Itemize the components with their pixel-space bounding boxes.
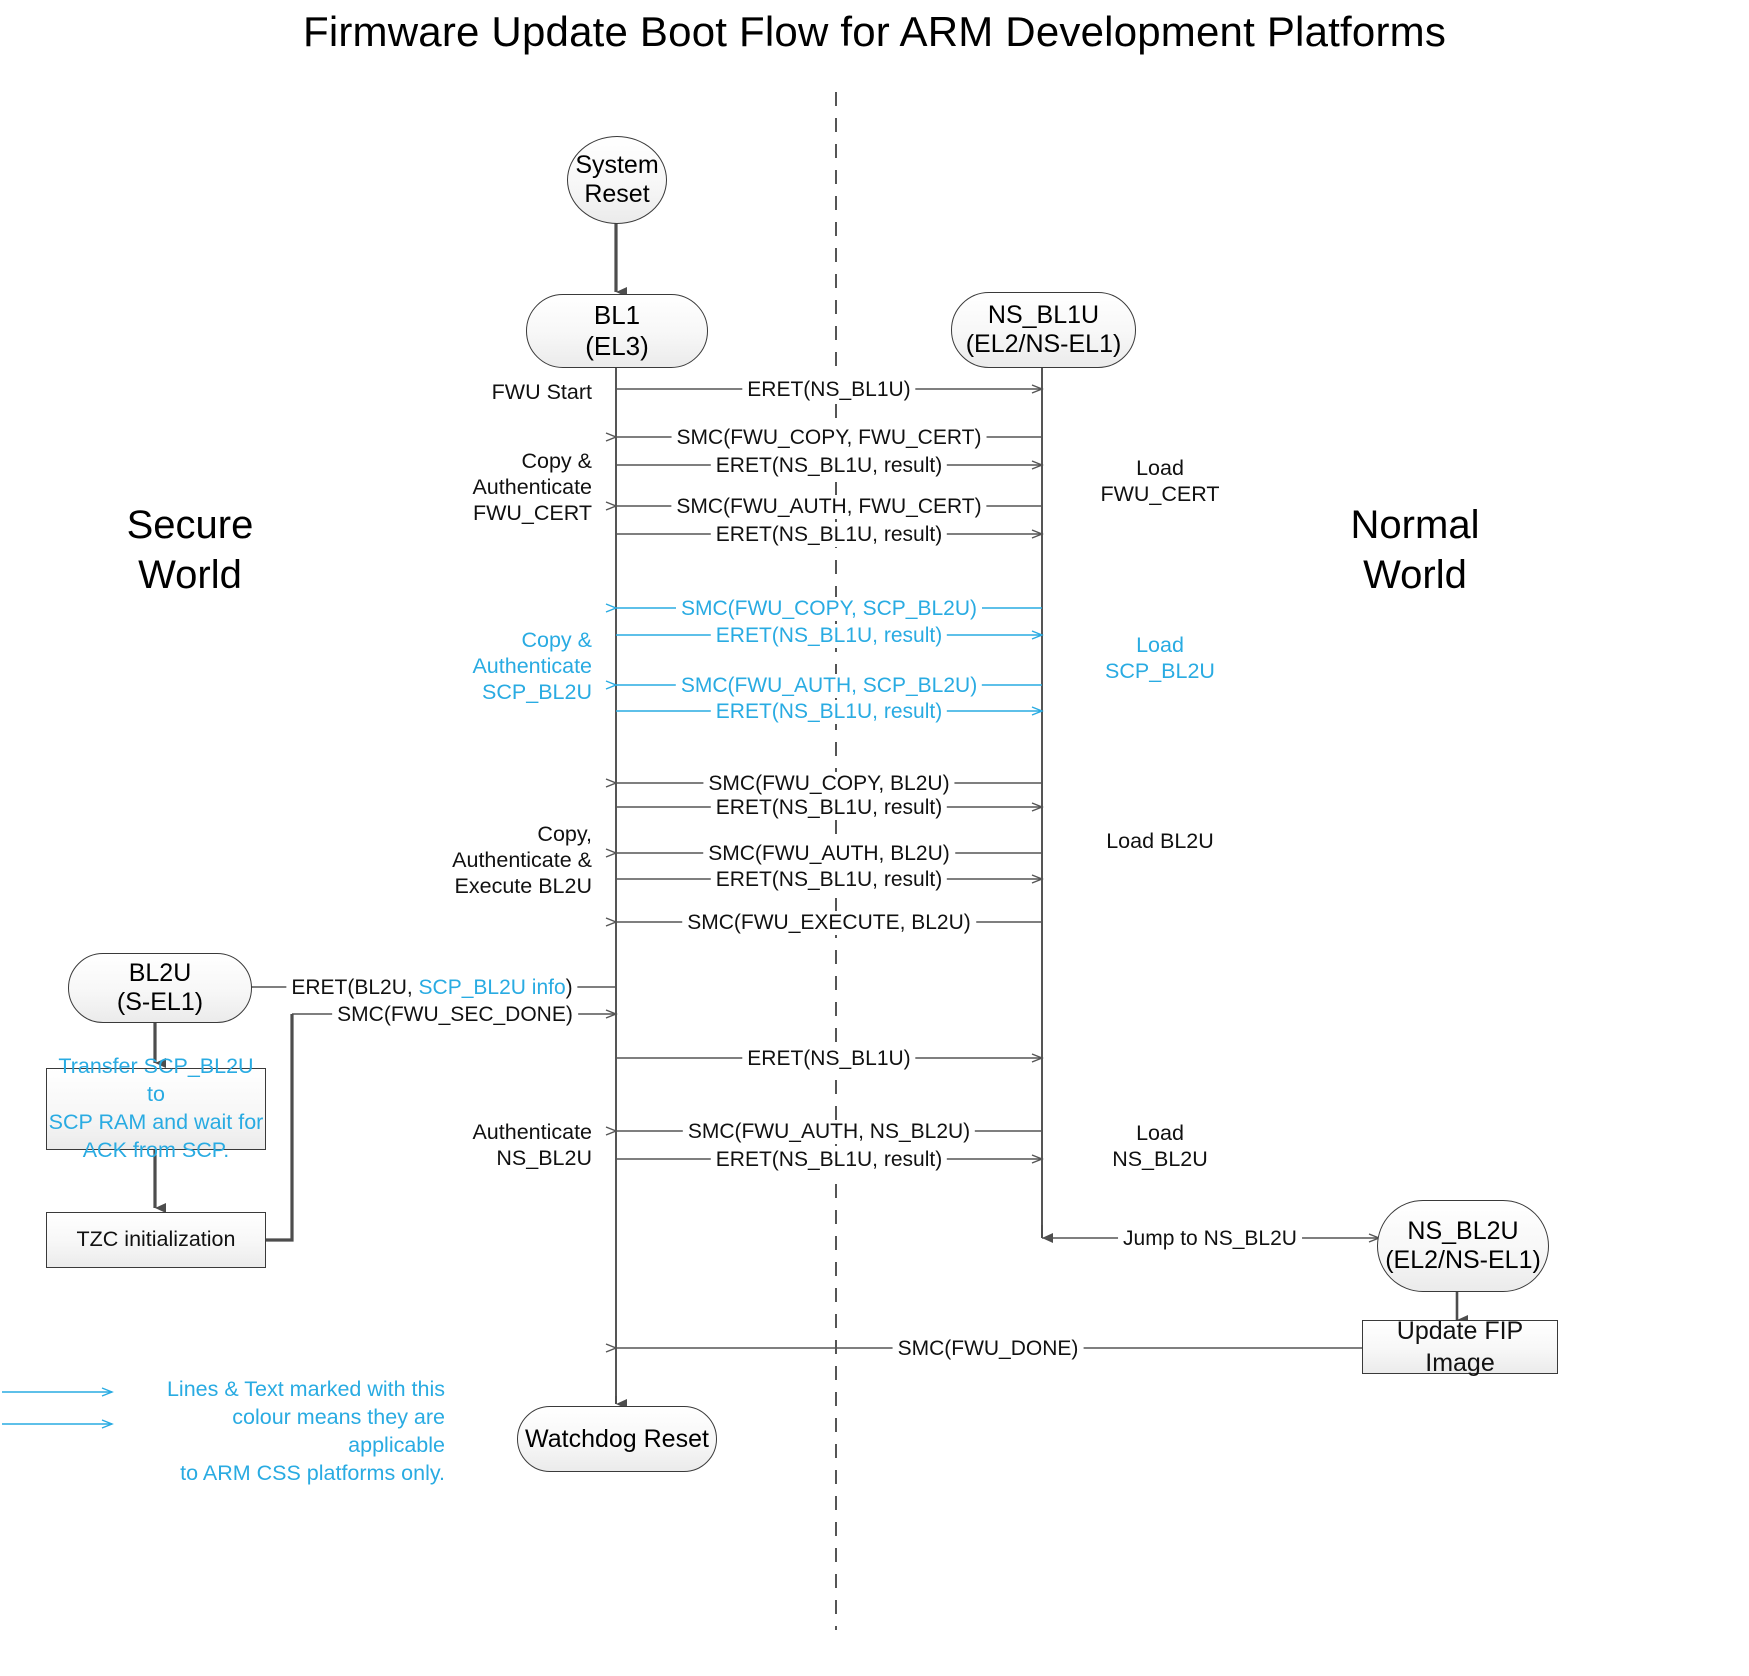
message-label-m7: ERET(NS_BL1U, result) — [710, 624, 948, 648]
node-watchdog-reset-label: Watchdog Reset — [525, 1424, 709, 1453]
message-label-b1: ERET(BL2U, SCP_BL2U info) — [286, 976, 578, 1000]
side-label-copy-auth-scp: Copy & Authenticate SCP_BL2U — [472, 628, 592, 705]
node-ns-bl2u[interactable]: NS_BL2U (EL2/NS-EL1) — [1377, 1200, 1549, 1292]
node-system-reset-line2: Reset — [584, 180, 650, 208]
message-label-m17: ERET(NS_BL1U, result) — [710, 1148, 948, 1172]
side-label-load-fwu-cert: Load FWU_CERT — [1100, 456, 1220, 507]
secure-world-caption: Secure World — [60, 500, 320, 600]
message-label-b1-suffix: ) — [565, 976, 573, 999]
node-transfer-scp-bl2u-label: Transfer SCP_BL2U to SCP RAM and wait fo… — [48, 1054, 264, 1162]
side-label-auth-ns-bl2u: Authenticate NS_BL2U — [472, 1120, 592, 1171]
node-bl2u-line2: (S-EL1) — [116, 988, 204, 1016]
node-update-fip-image[interactable]: Update FIP Image — [1362, 1317, 1558, 1377]
message-label-m18: Jump to NS_BL2U — [1118, 1227, 1302, 1251]
message-label-b1-prefix: ERET(BL2U, — [291, 976, 419, 999]
message-label-b2: SMC(FWU_SEC_DONE) — [332, 1003, 578, 1027]
normal-world-caption: Normal World — [1285, 500, 1545, 600]
node-ns-bl2u-line1: NS_BL2U — [1407, 1217, 1519, 1245]
message-label-b1-css: SCP_BL2U info — [418, 976, 566, 999]
normal-world-label: Normal World — [1350, 503, 1480, 597]
message-label-m6: SMC(FWU_COPY, SCP_BL2U) — [675, 597, 983, 621]
node-watchdog-reset[interactable]: Watchdog Reset — [517, 1406, 717, 1472]
node-ns-bl1u-line2: (EL2/NS-EL1) — [965, 330, 1122, 358]
page-title: Firmware Update Boot Flow for ARM Develo… — [302, 8, 1447, 55]
legend-note: Lines & Text marked with this colour mea… — [166, 1377, 445, 1485]
node-system-reset-line1: System — [575, 151, 659, 179]
message-label-m3: ERET(NS_BL1U, result) — [710, 454, 948, 478]
node-tzc-initialization[interactable]: TZC initialization — [46, 1212, 266, 1268]
node-tzc-initialization-label: TZC initialization — [76, 1227, 236, 1252]
node-bl2u[interactable]: BL2U (S-EL1) — [68, 953, 252, 1023]
node-ns-bl1u[interactable]: NS_BL1U (EL2/NS-EL1) — [951, 292, 1136, 368]
node-bl1-line2: (EL3) — [585, 331, 649, 361]
message-label-m16: SMC(FWU_AUTH, NS_BL2U) — [682, 1120, 976, 1144]
side-label-fwu-start: FWU Start — [491, 380, 592, 404]
node-ns-bl1u-line1: NS_BL1U — [987, 301, 1100, 329]
side-label-copy-auth-bl2u: Copy, Authenticate & Execute BL2U — [452, 822, 592, 899]
node-transfer-scp-bl2u[interactable]: Transfer SCP_BL2U to SCP RAM and wait fo… — [46, 1054, 266, 1162]
side-label-load-ns-bl2u: Load NS_BL2U — [1112, 1121, 1208, 1172]
message-label-m12: SMC(FWU_AUTH, BL2U) — [703, 842, 955, 866]
message-label-m8: SMC(FWU_AUTH, SCP_BL2U) — [675, 674, 983, 698]
message-label-m19: SMC(FWU_DONE) — [892, 1337, 1084, 1361]
message-label-m9: ERET(NS_BL1U, result) — [710, 700, 948, 724]
message-label-m13: ERET(NS_BL1U, result) — [710, 868, 948, 892]
node-bl1[interactable]: BL1 (EL3) — [526, 294, 708, 368]
side-label-load-scp-bl2u: Load SCP_BL2U — [1105, 633, 1215, 684]
side-label-load-bl2u: Load BL2U — [1106, 829, 1214, 853]
node-ns-bl2u-line2: (EL2/NS-EL1) — [1385, 1246, 1541, 1274]
node-bl2u-line1: BL2U — [128, 959, 192, 987]
message-label-m11: ERET(NS_BL1U, result) — [710, 796, 948, 820]
side-label-copy-auth-cert: Copy & Authenticate FWU_CERT — [472, 449, 592, 526]
message-label-m4: SMC(FWU_AUTH, FWU_CERT) — [671, 495, 987, 519]
message-label-m15: ERET(NS_BL1U) — [742, 1047, 916, 1071]
node-update-fip-image-label: Update FIP Image — [1396, 1316, 1524, 1378]
node-bl1-line1: BL1 — [593, 300, 641, 330]
message-label-m2: SMC(FWU_COPY, FWU_CERT) — [671, 426, 987, 450]
message-label-m10: SMC(FWU_COPY, BL2U) — [703, 772, 955, 796]
message-label-m1: ERET(NS_BL1U) — [742, 378, 916, 402]
message-label-m14: SMC(FWU_EXECUTE, BL2U) — [682, 911, 976, 935]
message-label-m5: ERET(NS_BL1U, result) — [710, 523, 948, 547]
secure-world-label: Secure World — [126, 503, 254, 597]
node-system-reset[interactable]: System Reset — [567, 136, 667, 224]
